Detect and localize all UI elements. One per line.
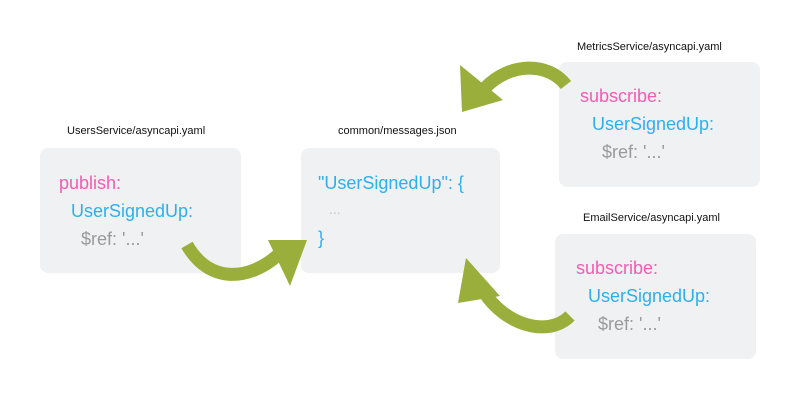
email-message-name: UserSignedUp: [588,286,711,306]
users-ref: $ref: '...' [81,229,144,249]
metrics-to-messages-arrow [480,61,572,93]
metrics-service-card: subscribe: UserSignedUp: $ref: '...' [559,62,760,187]
email-service-file-label: EmailService/asyncapi.yaml [583,212,720,224]
users-service-file-label: UsersService/asyncapi.yaml [67,125,206,137]
users-publish-keyword: publish: [59,173,122,193]
email-arrow-head [458,258,500,303]
messages-close-brace: } [318,228,325,248]
messages-file-label: common/messages.json [338,125,457,137]
users-to-messages-arrow [181,241,283,281]
messages-ellipsis: ... [329,201,341,217]
email-to-messages-arrow [478,288,575,334]
email-ref: $ref: '...' [598,314,661,334]
messages-open-line: "UserSignedUp": { [318,173,464,193]
email-service-card: subscribe: UserSignedUp: $ref: '...' [555,234,756,359]
messages-card: "UserSignedUp": { ... } [301,148,500,273]
email-subscribe-keyword: subscribe: [576,258,659,278]
users-arrow-head [268,240,307,286]
metrics-ref: $ref: '...' [602,142,665,162]
users-message-name: UserSignedUp: [71,201,194,221]
metrics-message-name: UserSignedUp: [592,114,715,134]
metrics-arrow-head [460,65,503,112]
metrics-subscribe-keyword: subscribe: [580,86,663,106]
users-service-card: publish: UserSignedUp: $ref: '...' [40,148,241,273]
metrics-service-file-label: MetricsService/asyncapi.yaml [577,41,722,53]
